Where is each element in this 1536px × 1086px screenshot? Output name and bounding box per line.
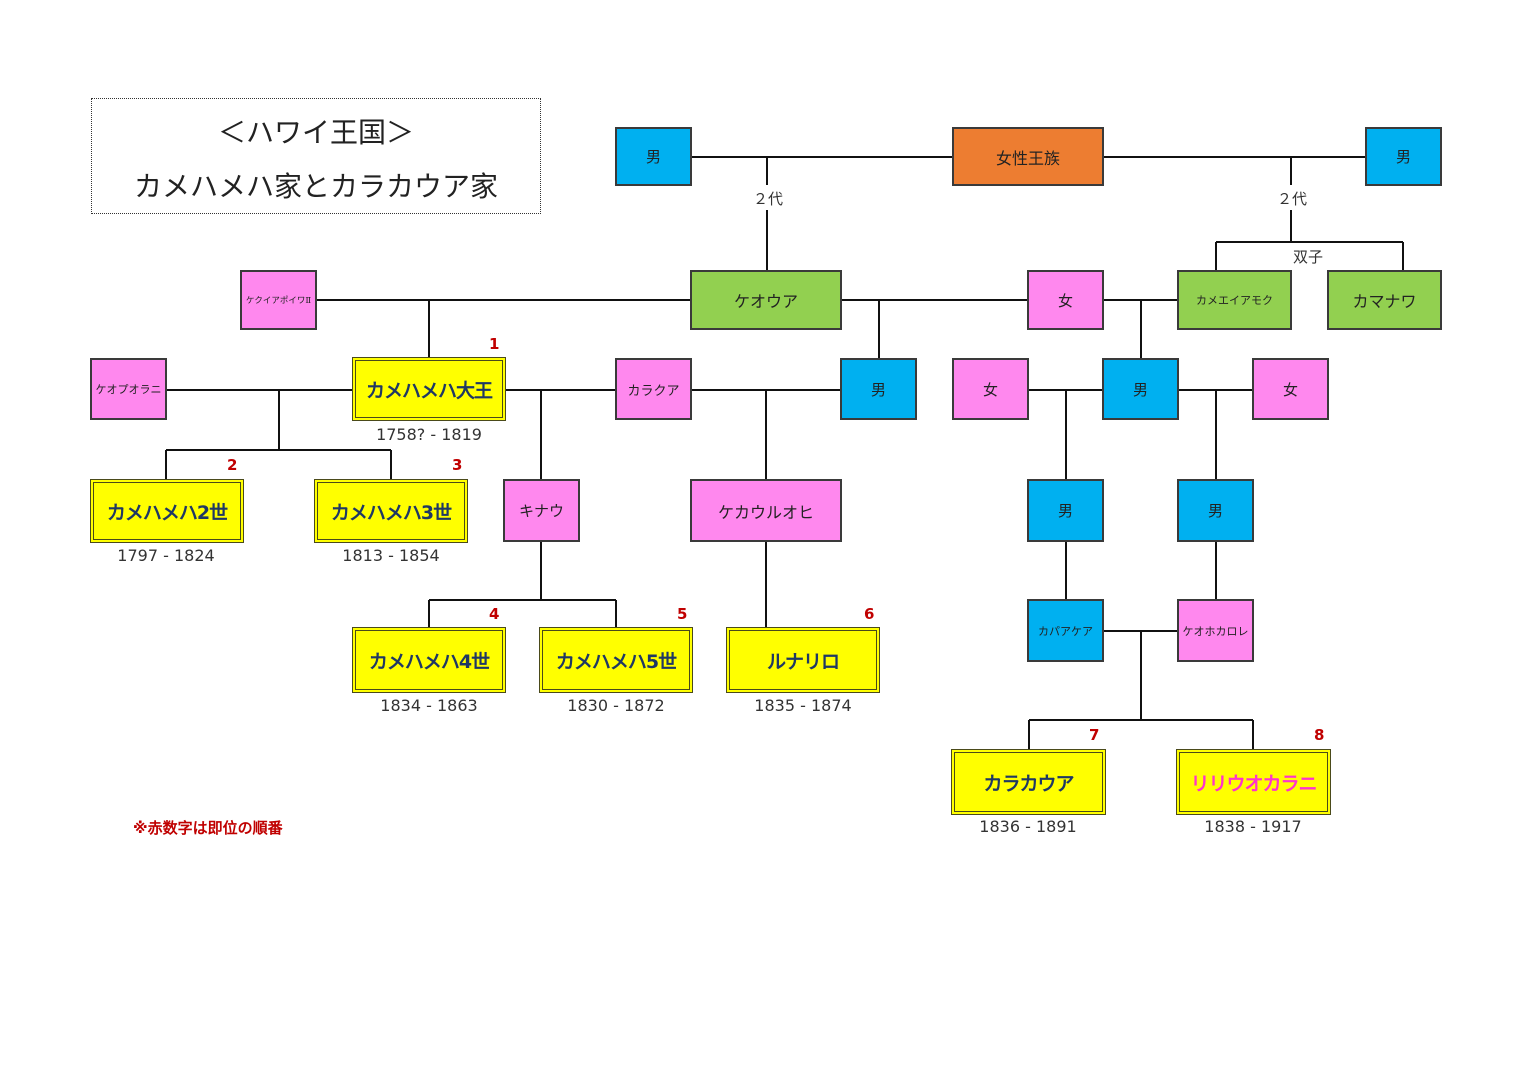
kamanawa-node: カマナワ bbox=[1327, 270, 1442, 330]
queen-8-node: リリウオカラニ bbox=[1176, 749, 1331, 815]
king-6-order: 6 bbox=[864, 605, 875, 623]
king-3-order: 3 bbox=[452, 456, 463, 474]
king-5-node: カメハメハ5世 bbox=[539, 627, 693, 693]
keoua-node: ケオウア bbox=[690, 270, 842, 330]
king-1-years: 1758? - 1819 bbox=[376, 425, 482, 444]
male-top-left-node: 男 bbox=[615, 127, 692, 186]
king-6-years: 1835 - 1874 bbox=[754, 696, 852, 715]
king-4-order: 4 bbox=[489, 605, 500, 623]
king-3-node: カメハメハ3世 bbox=[314, 479, 468, 543]
king-7-order: 7 bbox=[1089, 726, 1100, 744]
kinau-node: キナウ bbox=[503, 479, 580, 542]
king-7-years: 1836 - 1891 bbox=[979, 817, 1077, 836]
title-line-1: ＜ハワイ王国＞ bbox=[217, 116, 414, 149]
female-right-1-node: 女 bbox=[952, 358, 1029, 420]
queen-8-years: 1838 - 1917 bbox=[1204, 817, 1302, 836]
male-top-right-node: 男 bbox=[1365, 127, 1442, 186]
king-5-order: 5 bbox=[677, 605, 688, 623]
king-1-order: 1 bbox=[489, 335, 500, 353]
kapaakea-node: カパアケア bbox=[1027, 599, 1104, 662]
male-low-1-node: 男 bbox=[1027, 479, 1104, 542]
king-2-order: 2 bbox=[227, 456, 238, 474]
king-5-years: 1830 - 1872 bbox=[567, 696, 665, 715]
king-2-years: 1797 - 1824 bbox=[117, 546, 215, 565]
order-note: ※赤数字は即位の順番 bbox=[133, 819, 283, 837]
king-4-node: カメハメハ4世 bbox=[352, 627, 506, 693]
kalakua-node: カラクア bbox=[615, 358, 692, 420]
king-2-node: カメハメハ2世 bbox=[90, 479, 244, 543]
kekauluohi-node: ケカウルオヒ bbox=[690, 479, 842, 542]
keohokalole-node: ケオホカロレ bbox=[1177, 599, 1254, 662]
male-mid-node: 男 bbox=[840, 358, 917, 420]
queen-8-order: 8 bbox=[1314, 726, 1325, 744]
male-low-2-node: 男 bbox=[1177, 479, 1254, 542]
king-6-node: ルナリロ bbox=[726, 627, 880, 693]
king-1-node: カメハメハ大王 bbox=[352, 357, 506, 421]
keopuolani-node: ケオプオラニ bbox=[90, 358, 167, 420]
twins-label: 双子 bbox=[1293, 248, 1324, 266]
king-4-years: 1834 - 1863 bbox=[380, 696, 478, 715]
male-right-node: 男 bbox=[1102, 358, 1179, 420]
title-line-2: カメハメハ家とカラカウア家 bbox=[133, 170, 498, 203]
two-generations-label-right: ２代 bbox=[1277, 190, 1308, 208]
king-3-years: 1813 - 1854 bbox=[342, 546, 440, 565]
female-mid-node: 女 bbox=[1027, 270, 1104, 330]
royal-woman-node: 女性王族 bbox=[952, 127, 1104, 186]
female-right-2-node: 女 bbox=[1252, 358, 1329, 420]
kameeiamoku-node: カメエイアモク bbox=[1177, 270, 1292, 330]
title-box: ＜ハワイ王国＞ カメハメハ家とカラカウア家 bbox=[91, 98, 541, 214]
keakeahoiwa-node: ケクイアポイワⅡ bbox=[240, 270, 317, 330]
two-generations-label-left: ２代 bbox=[753, 190, 784, 208]
king-7-node: カラカウア bbox=[951, 749, 1106, 815]
